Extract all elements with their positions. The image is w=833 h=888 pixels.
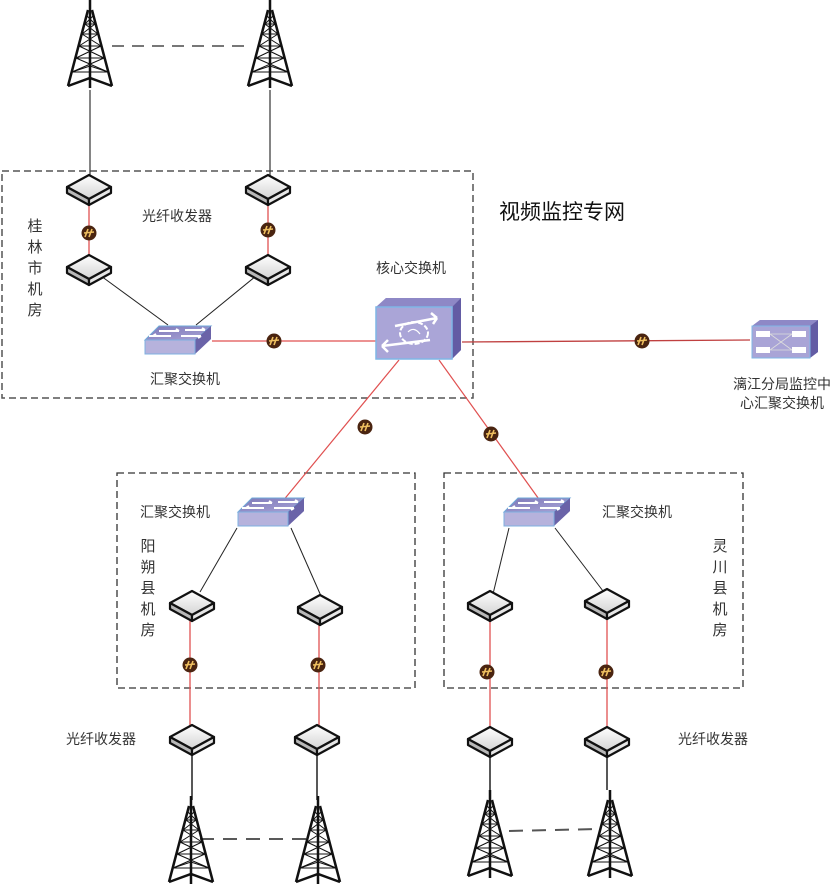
ethernet-link (100, 275, 169, 326)
fiber-marker-icon (265, 332, 283, 350)
switch-label-yangshuo: 汇聚交换机 (140, 505, 210, 521)
zone-border-guilin (1, 170, 474, 399)
zone-border-yangshuo (116, 472, 416, 689)
wireless-link-bottom-right (508, 828, 599, 832)
transceiver-label-bottom-right: 光纤收发器 (678, 732, 748, 748)
zone-border-lingchuan (443, 472, 744, 689)
fiber-transceiver-icon (168, 589, 216, 623)
fiber-marker-icon (597, 663, 615, 681)
fiber-transceiver-icon (296, 593, 344, 627)
remote-aggregation-switch-icon (751, 320, 818, 359)
zone-label-yangshuo: 阳朔县机房 (140, 537, 156, 639)
fiber-transceiver-icon (244, 253, 292, 287)
radio-tower-icon (294, 794, 342, 886)
aggregation-switch-icon (144, 325, 212, 355)
fiber-marker-icon (259, 221, 277, 239)
ethernet-link (290, 527, 322, 597)
ethernet-link (195, 275, 257, 326)
fiber-link-core-yangshuo (281, 359, 400, 503)
radio-tower-icon (586, 788, 634, 880)
fiber-marker-icon (309, 656, 327, 674)
zone-label-guilin: 桂林市机房 (27, 217, 43, 319)
fiber-marker-icon (478, 663, 496, 681)
fiber-transceiver-icon (583, 587, 631, 621)
transceiver-label-guilin: 光纤收发器 (142, 209, 212, 225)
fiber-transceiver-icon (466, 589, 514, 623)
ethernet-link (554, 527, 604, 592)
zone-label-lingchuan: 灵川县机房 (712, 537, 728, 639)
fiber-marker-icon (181, 656, 199, 674)
switch-label-lingchuan: 汇聚交换机 (602, 505, 672, 521)
fiber-transceiver-icon (293, 723, 341, 757)
transceiver-label-bottom-left: 光纤收发器 (66, 732, 136, 748)
fiber-transceiver-icon (65, 253, 113, 287)
aggregation-switch-icon (237, 497, 305, 527)
radio-tower-icon (66, 0, 114, 90)
fiber-transceiver-icon (583, 725, 631, 759)
radio-tower-icon (167, 794, 215, 886)
fiber-transceiver-icon (65, 173, 113, 207)
fiber-marker-icon (80, 224, 98, 242)
fiber-marker-icon (633, 332, 651, 350)
core-switch-icon (375, 298, 461, 360)
ethernet-link (199, 527, 238, 593)
fiber-transceiver-icon (466, 725, 514, 759)
radio-tower-icon (246, 0, 294, 90)
radio-tower-icon (466, 788, 514, 880)
fiber-marker-icon (482, 425, 500, 443)
aggregation-switch-icon (503, 497, 571, 527)
core-switch-label: 核心交换机 (376, 261, 446, 277)
fiber-link-core-remote (461, 339, 751, 343)
remote-switch-label: 漓江分局监控中心汇聚交换机 (733, 377, 831, 412)
switch-label-guilin: 汇聚交换机 (150, 372, 220, 388)
fiber-transceiver-icon (168, 723, 216, 757)
fiber-marker-icon (356, 418, 374, 436)
fiber-transceiver-icon (244, 173, 292, 207)
diagram-title: 视频监控专网 (499, 200, 625, 224)
ethernet-link (492, 527, 510, 595)
